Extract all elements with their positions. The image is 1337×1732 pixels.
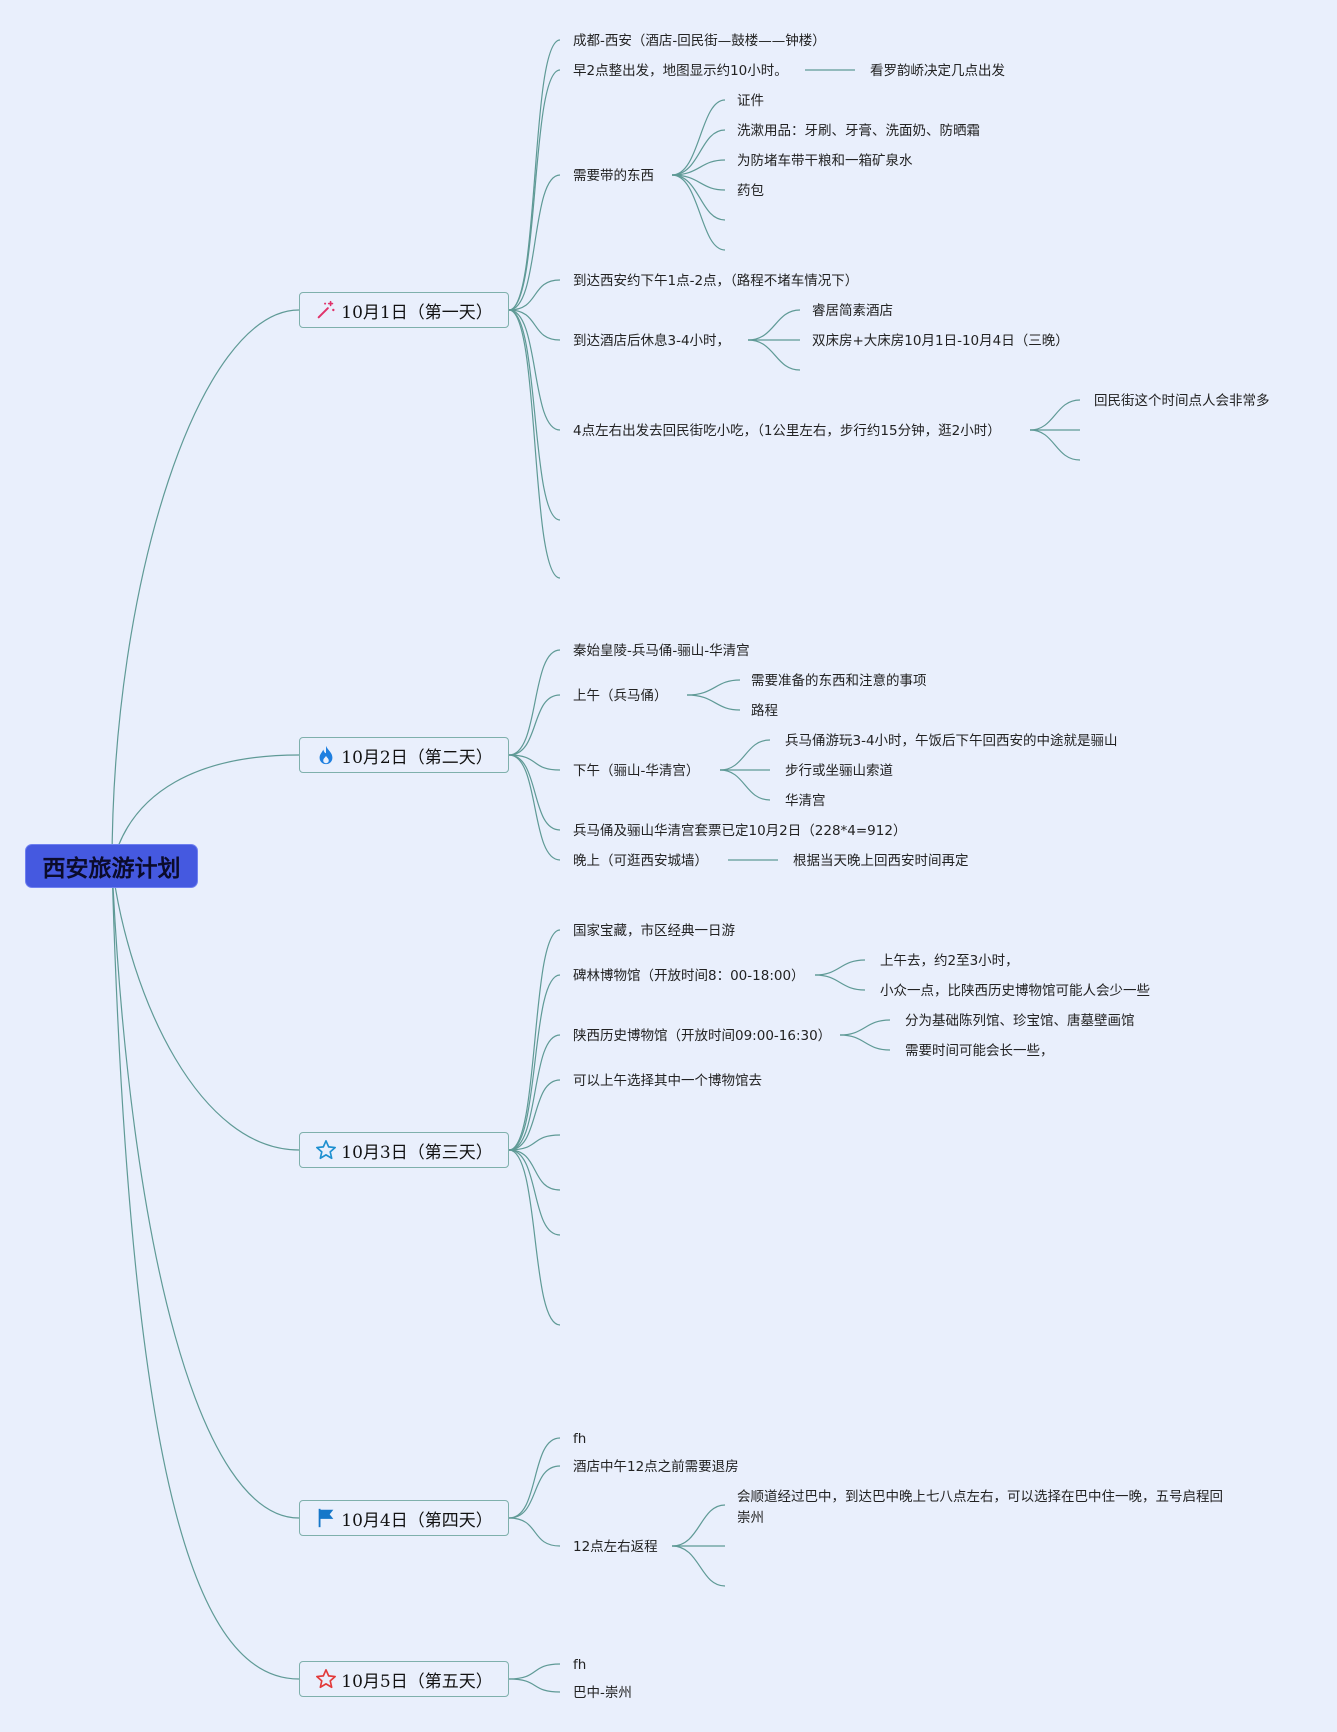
topic-afternoon-item[interactable]: 步行或坐骊山索道 <box>785 763 893 779</box>
topic-day3-intro[interactable]: 国家宝藏，市区经典一日游 <box>573 923 735 939</box>
fire-icon <box>319 745 333 765</box>
day-label: 10月3日（第三天） <box>341 1142 493 1163</box>
topic-day5-route[interactable]: 巴中-崇州 <box>573 1685 632 1701</box>
topic-rest-item[interactable]: 双床房+大床房10月1日-10月4日（三晚） <box>812 333 1069 349</box>
topic-day2-evening-note[interactable]: 根据当天晚上回西安时间再定 <box>793 853 969 869</box>
topic-day4-return[interactable]: 12点左右返程 <box>573 1539 658 1555</box>
topic-day3-choose[interactable]: 可以上午选择其中一个博物馆去 <box>573 1073 762 1089</box>
topic-day3-shaanxi[interactable]: 陕西历史博物馆（开放时间09:00-16:30） <box>573 1028 832 1044</box>
topic-afternoon-item[interactable]: 华清宫 <box>785 793 826 809</box>
root-topic[interactable]: 西安旅游计划 <box>25 844 198 888</box>
topic-shaanxi-item[interactable]: 需要时间可能会长一些， <box>905 1043 1054 1059</box>
topic-shaanxi-item[interactable]: 分为基础陈列馆、珍宝馆、唐墓壁画馆 <box>905 1013 1135 1029</box>
topic-day2-morning[interactable]: 上午（兵马俑） <box>573 688 668 704</box>
topic-bring-item[interactable]: 证件 <box>737 93 764 109</box>
day-topic-3[interactable]: 10月3日（第三天） <box>299 1132 509 1168</box>
topic-beilin-item[interactable]: 上午去，约2至3小时， <box>880 953 1019 969</box>
topic-day1-route[interactable]: 成都-西安（酒店-回民街—鼓楼——钟楼） <box>573 33 826 49</box>
topic-day2-evening[interactable]: 晚上（可逛西安城墙） <box>573 853 708 869</box>
topic-day2-tickets[interactable]: 兵马俑及骊山华清宫套票已定10月2日（228*4=912） <box>573 823 907 839</box>
star-outline-icon <box>316 1140 337 1160</box>
root-title: 西安旅游计划 <box>42 856 181 882</box>
topic-day1-depart[interactable]: 早2点整出发，地图显示约10小时。 <box>573 63 788 79</box>
day-label: 10月4日（第四天） <box>341 1510 493 1531</box>
flag-icon <box>318 1508 334 1528</box>
topic-morning-item[interactable]: 路程 <box>751 703 778 719</box>
topic-day2-route[interactable]: 秦始皇陵-兵马俑-骊山-华清宫 <box>573 643 750 659</box>
topic-day1-street-note[interactable]: 回民街这个时间点人会非常多 <box>1094 393 1270 409</box>
topic-day2-afternoon[interactable]: 下午（骊山-华清宫） <box>573 763 700 779</box>
magic-wand-icon <box>317 300 335 319</box>
topic-day1-bring[interactable]: 需要带的东西 <box>573 168 654 184</box>
topic-morning-item[interactable]: 需要准备的东西和注意的事项 <box>751 673 927 689</box>
day-topic-1[interactable]: 10月1日（第一天） <box>299 292 509 328</box>
day-topic-5[interactable]: 10月5日（第五天） <box>299 1661 509 1697</box>
topic-day1-arrive[interactable]: 到达西安约下午1点-2点，（路程不堵车情况下） <box>573 273 859 289</box>
day-topic-2[interactable]: 10月2日（第二天） <box>299 737 509 773</box>
day-label: 10月1日（第一天） <box>341 302 493 323</box>
day-label: 10月5日（第五天） <box>341 1671 493 1692</box>
topic-day3-beilin[interactable]: 碑林博物馆（开放时间8：00-18:00） <box>573 968 805 984</box>
topic-rest-item[interactable]: 睿居简素酒店 <box>812 303 893 319</box>
topic-day4-return-note[interactable]: 会顺道经过巴中，到达巴中晚上七八点左右，可以选择在巴中住一晚，五号启程回崇州 <box>737 1489 1223 1526</box>
topic-day5-a[interactable]: fh <box>573 1657 587 1673</box>
topic-day1-rest[interactable]: 到达酒店后休息3-4小时， <box>573 333 731 349</box>
topic-bring-item[interactable]: 洗漱用品：牙刷、牙膏、洗面奶、防晒霜 <box>737 123 980 139</box>
day-topic-4[interactable]: 10月4日（第四天） <box>299 1500 509 1536</box>
topic-bring-item[interactable]: 为防堵车带干粮和一箱矿泉水 <box>737 153 913 169</box>
topic-day1-street[interactable]: 4点左右出发去回民街吃小吃，（1公里左右，步行约15分钟，逛2小时） <box>573 423 1001 439</box>
star-outline-icon <box>316 1669 337 1689</box>
day-label: 10月2日（第二天） <box>341 747 493 768</box>
topic-afternoon-item[interactable]: 兵马俑游玩3-4小时，午饭后下午回西安的中途就是骊山 <box>785 733 1118 749</box>
topic-bring-item[interactable]: 药包 <box>737 183 764 199</box>
topic-beilin-item[interactable]: 小众一点，比陕西历史博物馆可能人会少一些 <box>880 983 1150 999</box>
topic-day4-checkout[interactable]: 酒店中午12点之前需要退房 <box>573 1459 739 1475</box>
topic-day1-depart-note[interactable]: 看罗韵峤决定几点出发 <box>870 63 1005 79</box>
topic-day4-a[interactable]: fh <box>573 1431 587 1447</box>
